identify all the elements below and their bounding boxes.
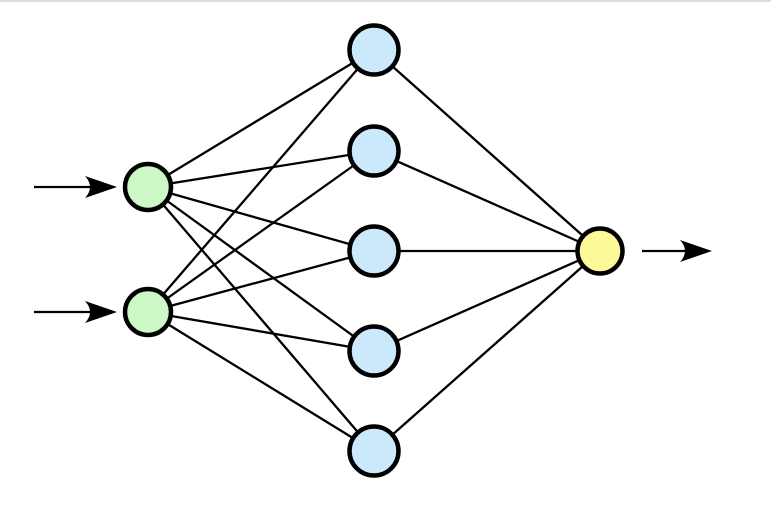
edge-hidden-1-output-1 (373, 49, 601, 252)
node-hidden-3 (347, 224, 401, 278)
edge-input-2-hidden-3 (147, 249, 375, 314)
edge-input-1-hidden-2 (147, 149, 375, 189)
edge-hidden-5-output-1 (373, 250, 601, 452)
node-hidden-5 (347, 424, 401, 478)
node-hidden-2 (347, 124, 401, 178)
node-input-2 (122, 286, 174, 338)
node-hidden-1 (347, 23, 401, 77)
node-hidden-4 (347, 324, 401, 378)
edge-input-1-hidden-1 (147, 49, 375, 188)
edge-hidden-4-output-1 (373, 249, 601, 353)
node-input-1 (122, 161, 174, 213)
input-arrow-2-head-icon (85, 301, 117, 323)
window-top-edge (0, 0, 771, 2)
node-output-1 (575, 226, 625, 276)
edge-input-1-hidden-5 (147, 186, 375, 452)
input-arrow-1-head-icon (85, 176, 117, 198)
edge-input-2-hidden-2 (147, 150, 375, 313)
edge-input-2-hidden-4 (147, 310, 375, 353)
edge-input-2-hidden-5 (147, 311, 375, 452)
edge-hidden-2-output-1 (373, 149, 601, 253)
edge-input-2-hidden-1 (147, 49, 375, 313)
edge-input-1-hidden-4 (147, 186, 375, 352)
output-arrow-head-icon (680, 240, 712, 262)
edge-input-1-hidden-3 (147, 185, 375, 253)
